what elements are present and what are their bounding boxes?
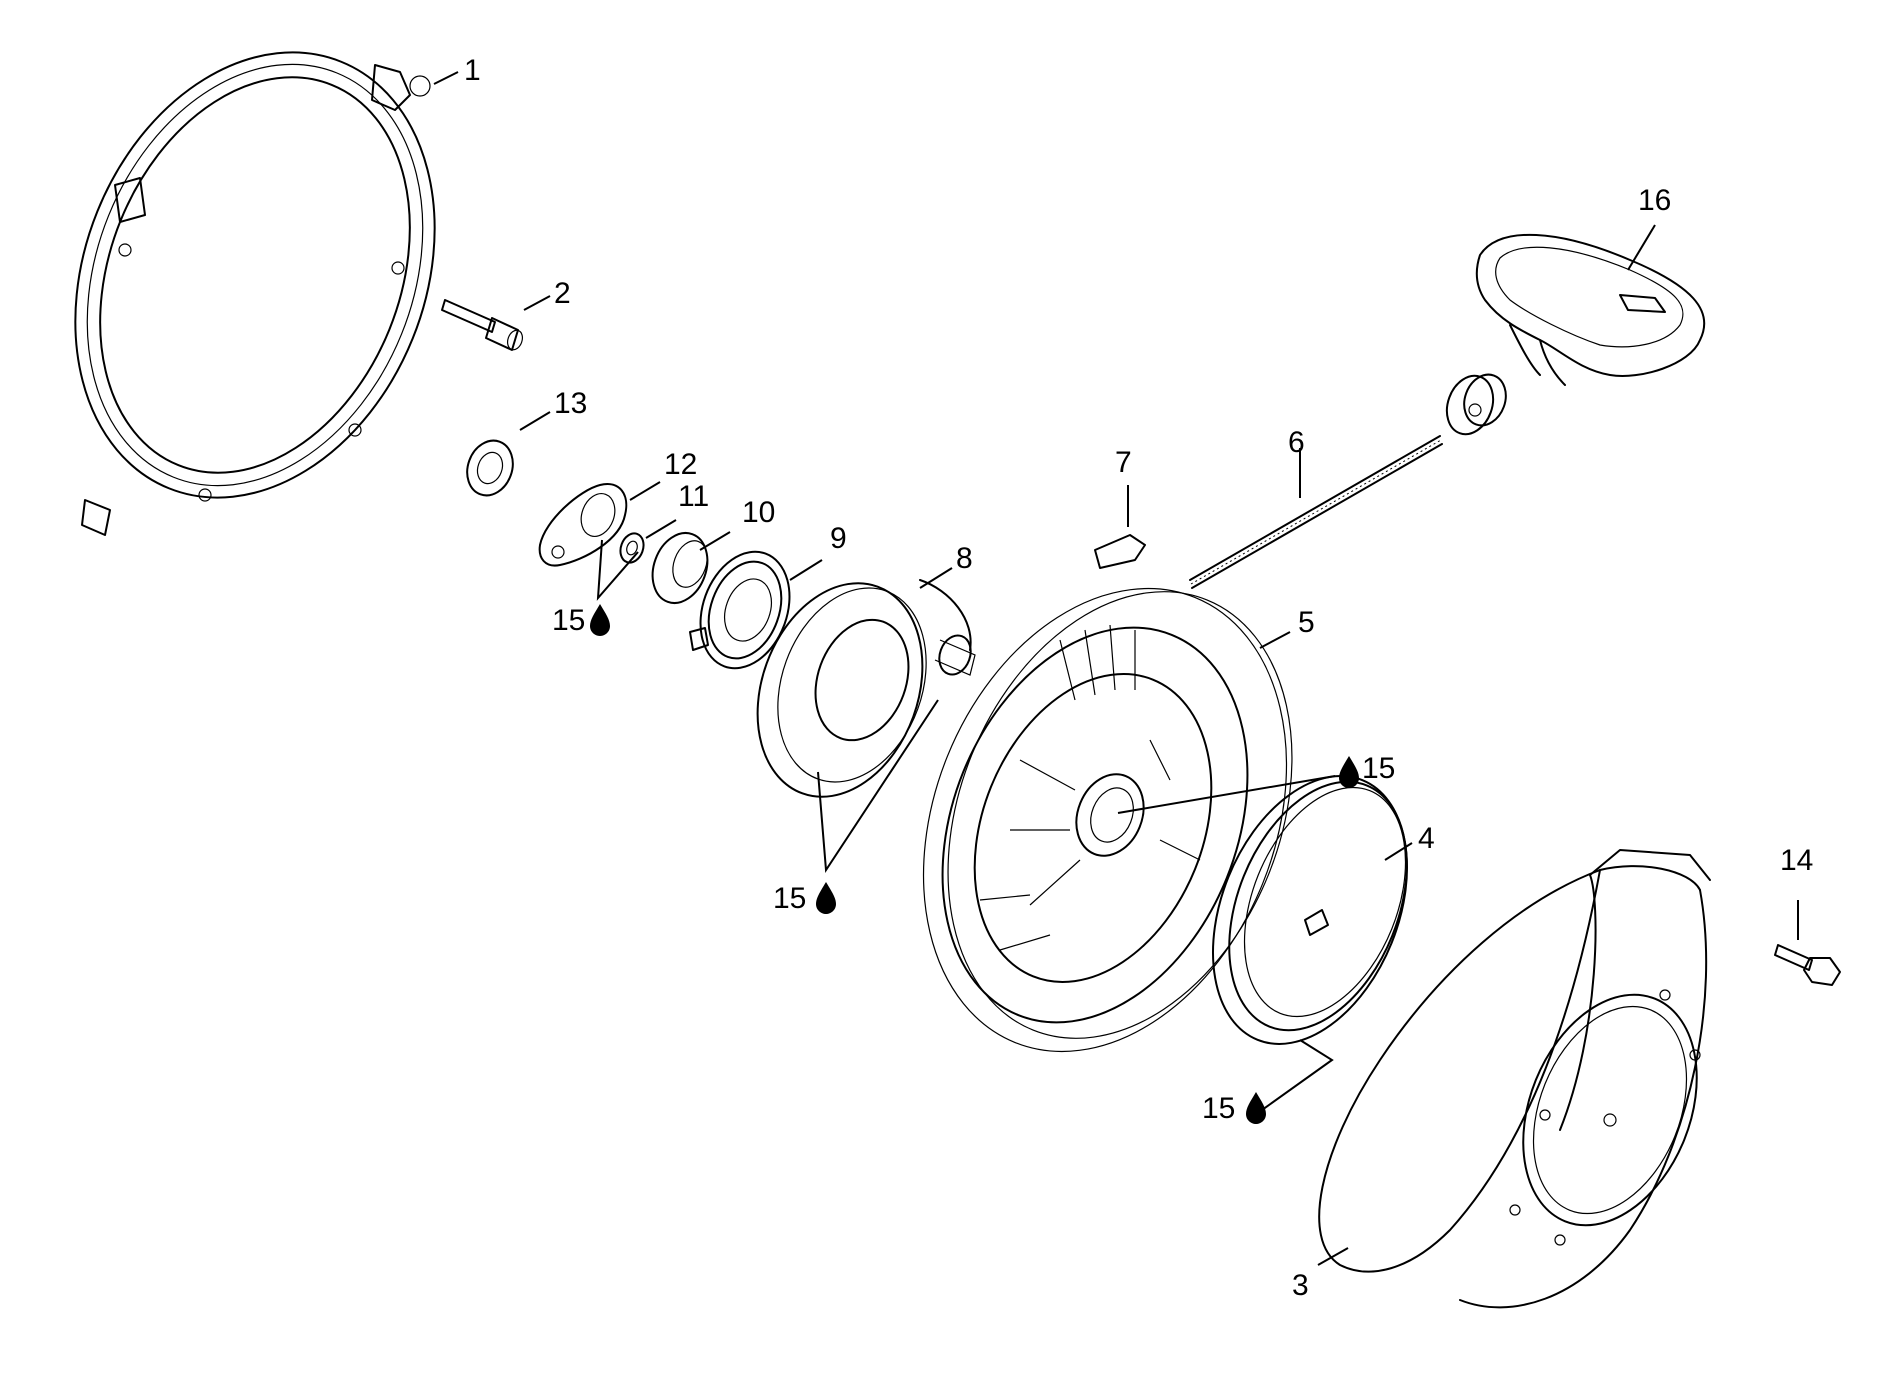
callout-12: 12 xyxy=(664,448,697,481)
callout-14: 14 xyxy=(1780,844,1813,877)
callout-15-c: 15 xyxy=(1362,752,1395,785)
callout-9: 9 xyxy=(830,522,847,555)
callout-4: 4 xyxy=(1418,822,1435,855)
oil-drop-icon xyxy=(1339,756,1359,788)
part-7-pawl xyxy=(1094,534,1146,569)
callout-13: 13 xyxy=(554,387,587,420)
part-12-plate xyxy=(538,483,628,567)
callout-7: 7 xyxy=(1115,446,1132,479)
lubricant-markers xyxy=(590,604,1359,1124)
callout-15-b: 15 xyxy=(773,882,806,915)
callout-6: 6 xyxy=(1288,426,1305,459)
part-5-pulley xyxy=(922,587,1293,1053)
oil-drop-icon xyxy=(590,604,610,636)
leader-lines xyxy=(433,71,1799,1266)
part-13-retaining-washer xyxy=(466,439,514,497)
callout-8: 8 xyxy=(956,542,973,575)
part-1-mounting-ring xyxy=(74,51,436,536)
part-14-bolt xyxy=(1774,944,1841,986)
part-3-cover xyxy=(1318,849,1711,1309)
oil-drop-icon xyxy=(816,882,836,914)
callout-15-d: 15 xyxy=(1202,1092,1235,1125)
part-4-recoil-spring xyxy=(1212,775,1408,1045)
callout-10: 10 xyxy=(742,496,775,529)
callout-2: 2 xyxy=(554,277,571,310)
callout-labels: 1 2 13 12 11 10 9 8 7 6 5 4 16 14 3 15 1… xyxy=(464,54,1813,1302)
callout-11: 11 xyxy=(678,480,709,513)
callout-3: 3 xyxy=(1292,1269,1309,1302)
part-2-screw xyxy=(441,299,524,351)
oil-drop-icon xyxy=(1246,1092,1266,1124)
part-8-spring-housing xyxy=(756,579,976,798)
callout-16: 16 xyxy=(1638,184,1671,217)
part-16-handle xyxy=(1445,233,1706,436)
part-10-bushing xyxy=(651,532,709,604)
part-9-ratchet xyxy=(689,550,791,670)
part-6-rope xyxy=(1189,435,1443,589)
callout-5: 5 xyxy=(1298,606,1315,639)
part-11-washer xyxy=(619,532,645,564)
callout-15-a: 15 xyxy=(552,604,585,637)
callout-1: 1 xyxy=(464,54,481,87)
